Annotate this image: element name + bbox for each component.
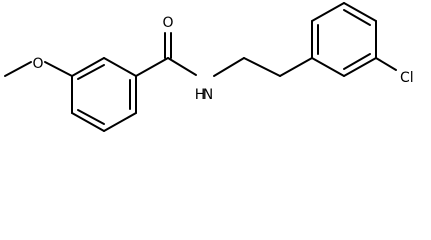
ring-b-bond-3 [343, 2, 377, 22]
methoxy-group [4, 61, 73, 77]
bond-ring-chlorine [375, 57, 397, 71]
atom-label-carbonyl-oxygen: O [162, 15, 173, 31]
bond-methyl-oxygen [4, 61, 32, 77]
ring-a-bond-1 [71, 57, 105, 77]
bond-carbonyl-nitrogen [167, 57, 197, 76]
ring-b-bond-6 [311, 57, 345, 77]
ring-a-inner-bond-1 [77, 64, 105, 80]
bond-ch2-ring [279, 57, 313, 77]
ring-b-bond-2 [311, 2, 345, 22]
molecule-structure: O O H N Cl [4, 2, 414, 132]
ring-a-bond-4 [103, 112, 137, 132]
ring-a-bond-5 [71, 112, 105, 132]
ring-a-bond-2 [103, 57, 137, 77]
amide-group [135, 32, 197, 77]
atom-label-amide-nitrogen: N [203, 87, 213, 103]
bond-nitrogen-ch2 [213, 57, 245, 77]
atom-label-methoxy-oxygen: O [32, 56, 43, 72]
atom-label-amide-hydrogen: H [195, 87, 206, 103]
bond-oxygen-ring [44, 61, 73, 77]
methoxyphenyl-ring [71, 57, 137, 132]
ring-a-inner-bond-3 [77, 109, 105, 125]
chlorophenyl-ring [311, 2, 397, 77]
bond-ch2-ch2 [243, 57, 281, 77]
atom-label-chlorine: Cl [400, 70, 414, 86]
ring-b-inner-bond-2 [343, 9, 371, 26]
bond-ring-carbonyl [135, 57, 169, 77]
structure-canvas: O O H N Cl [4, 2, 414, 132]
ethyl-linker [213, 57, 313, 77]
ring-b-bond-5 [343, 57, 377, 77]
ring-b-inner-bond-3 [343, 53, 371, 70]
